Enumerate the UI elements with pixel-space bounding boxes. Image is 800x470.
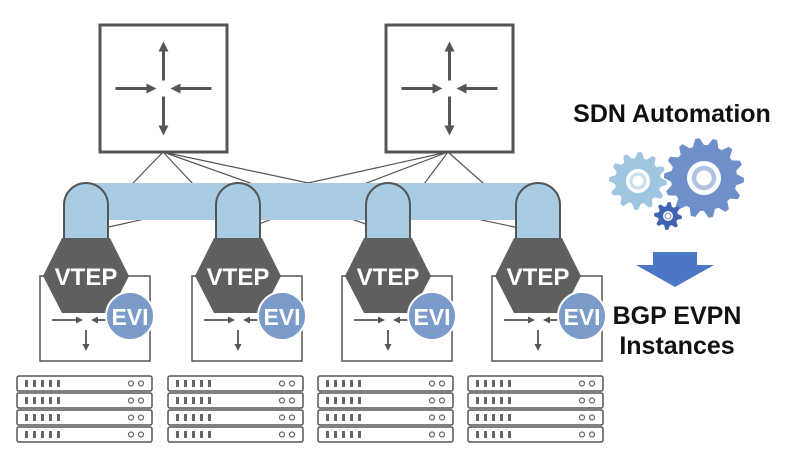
vtep-tunnel-endpoint <box>365 182 411 246</box>
evi-circle <box>257 291 307 341</box>
server-unit <box>167 426 304 443</box>
leaf-switch: VTEP EVI <box>341 182 457 362</box>
vtep-hexagon <box>345 238 431 313</box>
leaf-switch: VTEP EVI <box>191 182 307 362</box>
vtep-hexagon <box>495 238 581 313</box>
evi-circle <box>105 291 155 341</box>
vtep-tunnel-endpoint <box>63 182 109 246</box>
evi-label: EVI <box>563 304 600 330</box>
server-unit <box>167 392 304 409</box>
server-unit <box>317 409 454 426</box>
evi-label: EVI <box>111 304 148 330</box>
vtep-label: VTEP <box>55 264 118 291</box>
server-unit <box>317 375 454 392</box>
server-unit <box>317 426 454 443</box>
server-unit <box>167 409 304 426</box>
server-rack-icon <box>467 375 604 443</box>
leaf-switch: VTEP EVI <box>491 182 607 362</box>
server-unit <box>16 426 153 443</box>
vtep-tunnel-endpoint <box>215 182 261 246</box>
vtep-hexagon <box>43 238 129 313</box>
vtep-label: VTEP <box>357 264 420 291</box>
evi-label: EVI <box>413 304 450 330</box>
vtep-tunnel-endpoint <box>515 182 561 246</box>
server-unit <box>317 392 454 409</box>
down-arrow-icon <box>636 252 714 287</box>
server-rack-icon <box>167 375 304 443</box>
result-label-line2: Instances <box>619 332 734 360</box>
gear-icon-large <box>664 138 744 218</box>
server-unit <box>16 392 153 409</box>
leaf-switch: VTEP EVI <box>39 182 155 362</box>
server-racks <box>16 375 604 443</box>
server-unit <box>467 426 604 443</box>
server-unit <box>167 375 304 392</box>
server-unit <box>467 375 604 392</box>
evi-circle <box>407 291 457 341</box>
evi-circle <box>557 291 607 341</box>
result-label-line1: BGP EVPN <box>613 302 742 330</box>
server-unit <box>467 392 604 409</box>
server-rack-icon <box>317 375 454 443</box>
leaf-switches: VTEP EVI VTEP EVI VTEP EVI VTEP EVI <box>39 182 607 362</box>
spine-switch-icon <box>384 23 515 154</box>
automation-label: SDN Automation <box>573 100 771 128</box>
server-unit <box>16 409 153 426</box>
vtep-label: VTEP <box>207 264 270 291</box>
evi-label: EVI <box>263 304 300 330</box>
gear-icon-small <box>654 202 682 230</box>
vtep-hexagon <box>195 238 281 313</box>
spine-switch-icon <box>98 23 229 154</box>
server-unit <box>467 409 604 426</box>
server-rack-icon <box>16 375 153 443</box>
vxlan-tunnel-bar <box>86 183 538 220</box>
gear-icon <box>609 138 744 230</box>
gear-icon-light <box>609 152 667 210</box>
switch-arrows-icon <box>52 295 106 351</box>
server-unit <box>16 375 153 392</box>
spine-switches <box>98 23 515 154</box>
vtep-label: VTEP <box>507 264 570 291</box>
